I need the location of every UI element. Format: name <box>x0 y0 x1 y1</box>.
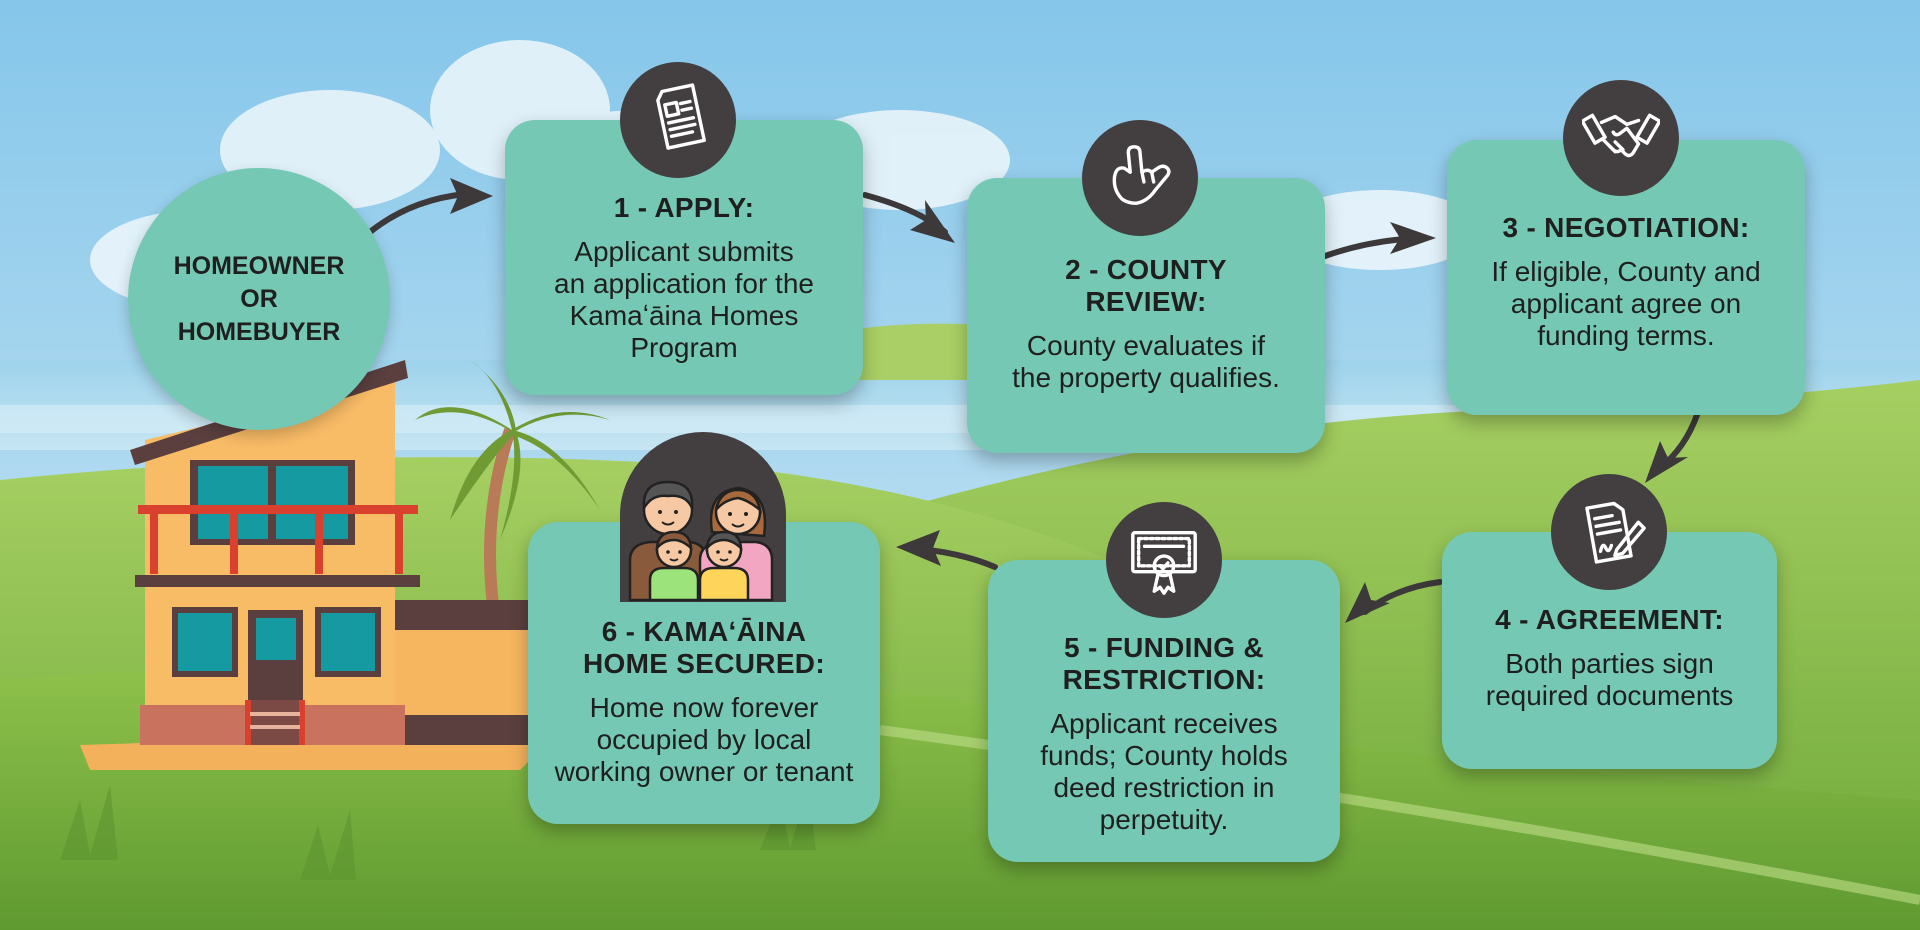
step-5-badge <box>1106 502 1222 618</box>
grass-tufts <box>60 785 816 880</box>
step-6-line: occupied by local <box>596 724 812 755</box>
start-label-line-3: HOMEBUYER <box>177 317 341 346</box>
step-2-line: the property qualifies. <box>1012 362 1280 393</box>
step-5-title-line: RESTRICTION: <box>1062 664 1266 695</box>
step-2-badge <box>1082 120 1198 236</box>
step-1-line: Applicant submits <box>574 236 794 267</box>
step-3-title: 3 - NEGOTIATION: <box>1502 212 1750 243</box>
step-4-line: Both parties sign <box>1505 648 1714 679</box>
family-icon <box>620 432 786 602</box>
step-2-line: County evaluates if <box>1026 330 1266 361</box>
step-6-line: Home now forever <box>589 692 819 723</box>
step-3-negotiation-card: 3 - NEGOTIATION: If eligible, County and… <box>1447 140 1805 415</box>
step-1-badge <box>620 62 736 178</box>
step-3-line: If eligible, County and <box>1491 256 1761 287</box>
step-1-title: 1 - APPLY: <box>613 192 755 223</box>
step-2-title: 2 - COUNTY REVIEW: <box>967 254 1325 318</box>
step-6-title-line: HOME SECURED: <box>583 648 825 679</box>
certificate-icon <box>1131 530 1197 595</box>
handshake-icon <box>1582 113 1660 158</box>
step-3-line: funding terms. <box>1537 320 1715 351</box>
step-6-title-line: 6 - KAMAʻĀINA <box>601 616 807 647</box>
step-2-title-line: REVIEW: <box>1085 286 1207 317</box>
arrow-start-to-1 <box>367 191 468 235</box>
step-1-line: an application for the <box>554 268 814 299</box>
step-3-description: If eligible, County and applicant agree … <box>1447 256 1805 352</box>
arrow-heads <box>450 178 1688 623</box>
palm-tree <box>415 360 610 621</box>
step-5-title-line: 5 - FUNDING & <box>1064 632 1264 663</box>
document-icon <box>656 83 706 150</box>
start-label-line-1: HOMEOWNER <box>173 251 345 280</box>
step-5-description: Applicant receives funds; County holds d… <box>988 708 1340 836</box>
shaka-hand-icon <box>1112 145 1171 206</box>
step-5-line: Applicant receives <box>1050 708 1278 739</box>
step-3-line: applicant agree on <box>1510 288 1742 319</box>
start-label-line-2: OR <box>240 284 278 313</box>
step-1-line: Program <box>630 332 738 363</box>
step-5-line: funds; County holds <box>1040 740 1288 771</box>
signed-contract-icon <box>1585 501 1646 564</box>
step-2-description: County evaluates if the property qualifi… <box>967 330 1325 394</box>
step-4-description: Both parties sign required documents <box>1442 648 1777 712</box>
step-6-title: 6 - KAMAʻĀINA HOME SECURED: <box>528 616 880 680</box>
step-5-line: deed restriction in <box>1053 772 1275 803</box>
step-6-line: working owner or tenant <box>554 756 854 787</box>
step-6-badge <box>620 432 786 602</box>
step-4-title: 4 - AGREEMENT: <box>1495 604 1724 635</box>
step-4-line: required documents <box>1485 680 1734 711</box>
step-6-description: Home now forever occupied by local worki… <box>528 692 880 788</box>
step-1-description: Applicant submits an application for the… <box>505 236 863 364</box>
step-1-line: Kamaʻāina Homes <box>569 300 799 331</box>
step-5-line: perpetuity. <box>1099 804 1229 835</box>
step-5-title: 5 - FUNDING & RESTRICTION: <box>988 632 1340 696</box>
step-2-title-line: 2 - COUNTY <box>1065 254 1227 285</box>
step-4-badge <box>1551 474 1667 590</box>
start-node-homeowner-or-homebuyer: HOMEOWNER OR HOMEBUYER <box>128 168 390 430</box>
step-3-badge <box>1563 80 1679 196</box>
